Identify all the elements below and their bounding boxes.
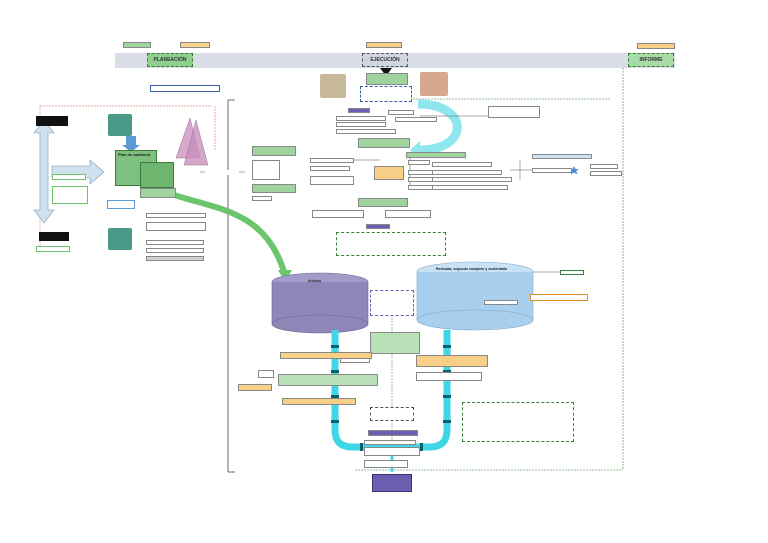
plan-list-2 [146, 222, 206, 231]
phase-planning-label: PLANEACIÓN [153, 57, 187, 63]
left-black-box-2 [39, 232, 69, 241]
left-note-1 [52, 186, 88, 204]
bottom-purple [368, 430, 418, 436]
photo-right [420, 72, 448, 96]
exec-orange-mid [374, 166, 404, 180]
middle-green-box [370, 332, 420, 354]
low-item-1 [340, 358, 370, 363]
tag-orange-right [637, 43, 675, 49]
exec-right-list-7 [408, 185, 434, 190]
exec-list-d [310, 158, 354, 163]
plan-list-1 [146, 213, 206, 218]
phase-execution: EJECUCIÓN [362, 53, 408, 67]
phase-execution-label: EJECUCIÓN [370, 57, 400, 63]
exec-list-a [336, 116, 386, 121]
low-item-2 [258, 370, 274, 378]
exec-side-4 [590, 164, 618, 169]
orange-right-note [530, 294, 588, 301]
tag-yellow [180, 42, 210, 48]
exec-right-list-4 [432, 170, 502, 175]
low-dashed-1 [370, 407, 414, 421]
tag-green [123, 42, 151, 48]
exec-green-1 [252, 146, 296, 156]
low-orange-right [416, 355, 488, 367]
exec-top-right-note [488, 106, 540, 118]
exec-list-c [336, 129, 396, 134]
figure-image-2 [108, 228, 132, 250]
low-item-right [416, 372, 482, 381]
exec-item-1 [252, 160, 280, 180]
exec-center-green [366, 73, 408, 85]
plan-annex [140, 188, 176, 198]
exec-right-list-1 [408, 160, 430, 165]
cylinder-right-side-note [560, 270, 584, 275]
exec-right-b [395, 117, 437, 122]
bottom-item-2 [364, 447, 420, 456]
exec-list-e [310, 166, 350, 171]
exec-label-left [205, 170, 239, 175]
exec-dashed-list [336, 232, 446, 256]
bottom-item-1 [364, 440, 416, 445]
bottom-final-box [372, 474, 412, 492]
exec-list-g [312, 210, 364, 218]
plan-list-3 [146, 240, 204, 245]
low-dashed-right [462, 402, 574, 442]
exec-green-low [358, 198, 408, 207]
phase-planning: PLANEACIÓN [147, 53, 193, 67]
cylinder-right-note [484, 300, 518, 305]
middle-dashed-box [370, 290, 414, 316]
exec-right-list-5 [408, 177, 434, 182]
phase-report: INFORME [628, 53, 674, 67]
exec-right-list-2 [432, 162, 492, 167]
low-orange-3 [282, 398, 356, 405]
plan-label: Plan de auditoría [118, 152, 151, 157]
planning-top-note [150, 85, 220, 92]
exec-side-3 [532, 168, 572, 173]
low-green-1 [278, 374, 378, 386]
exec-green-mid [358, 138, 410, 148]
exec-list-b [336, 122, 386, 127]
cylinder-right-title: Revisada, segundo completo y sustentado [436, 267, 507, 271]
cylinder-left-title: Archivo [308, 279, 322, 283]
exec-item-2 [252, 196, 272, 201]
exec-right-list-6 [432, 177, 512, 182]
photo-left [320, 74, 346, 98]
left-note-2 [52, 174, 86, 180]
exec-center-dashed [360, 86, 412, 102]
exec-green-2 [252, 184, 296, 193]
plan-link-note [107, 200, 135, 209]
tag-orange-top [366, 42, 402, 48]
exec-green-right [406, 152, 466, 158]
figure-image-1 [108, 114, 132, 136]
phase-report-label: INFORME [639, 57, 663, 63]
plan-list-4 [146, 248, 204, 253]
plan-subbox [140, 162, 174, 188]
exec-list-f [310, 176, 354, 185]
exec-purple-2 [366, 224, 390, 229]
exec-right-list-8 [432, 185, 508, 190]
exec-right-list-3 [408, 170, 434, 175]
exec-side-1 [532, 154, 592, 159]
exec-right-a [388, 110, 414, 115]
exec-purple-label [348, 108, 370, 113]
left-black-box-1 [36, 116, 68, 126]
plan-list-5 [146, 256, 204, 261]
exec-list-h [385, 210, 431, 218]
exec-item-3 [276, 122, 316, 127]
low-orange-2 [238, 384, 272, 391]
left-note-3 [36, 246, 70, 252]
exec-side-2 [532, 161, 582, 166]
bottom-item-3 [364, 460, 408, 468]
low-orange-1 [280, 352, 372, 359]
exec-side-5 [590, 171, 622, 176]
